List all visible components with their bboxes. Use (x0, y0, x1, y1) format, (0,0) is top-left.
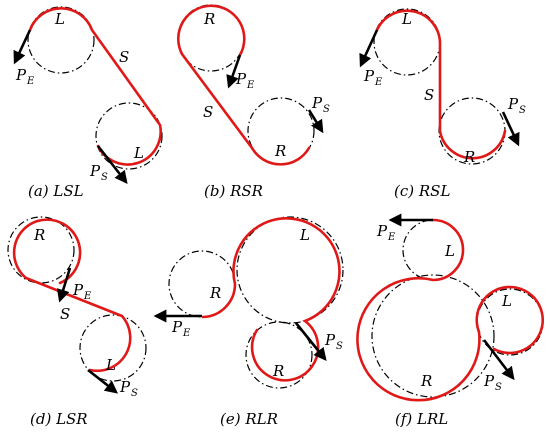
lsr-arrow-ps (87, 368, 119, 394)
rsl-label-ps: P (507, 95, 519, 113)
lrl-label-c2: L (501, 292, 512, 310)
lsr-label-pe-sub: E (83, 291, 92, 302)
lrl-label-ps-sub: S (495, 382, 502, 393)
lrl-label-ps: P (483, 372, 495, 390)
rsr-label-c1: R (203, 10, 215, 28)
lsr-circle-start-aux (7, 216, 75, 284)
rsl-caption: (c) RSL (394, 182, 450, 200)
lsl-label-c1: L (54, 10, 65, 28)
lsl-label-ps: P (89, 162, 101, 180)
rsl-label-pe: P (363, 67, 375, 85)
lrl-caption: (f) LRL (395, 410, 448, 428)
panel-rsl: L S R P E P S (c) RSL (359, 8, 526, 200)
rsr-label-pe: P (235, 70, 247, 88)
rsl-label-ps-sub: S (519, 105, 526, 116)
lrl-label-big: R (420, 372, 432, 390)
lsl-label-ps-sub: S (101, 172, 108, 183)
panel-lsl: L S L P E P S (a) LSL (13, 6, 163, 200)
rlr-label-ps-sub: S (336, 341, 343, 352)
lsr-path (12, 218, 132, 373)
lrl-label-pe-sub: E (387, 232, 396, 243)
lrl-label-c1: L (444, 242, 455, 260)
rlr-path (201, 217, 341, 382)
rlr-arrow-ps (294, 322, 327, 362)
rsl-arrow-pe (359, 29, 379, 68)
rlr-caption: (e) RLR (220, 410, 278, 428)
lrl-circle-big-aux (371, 274, 495, 398)
rlr-label-big: L (299, 226, 310, 244)
lrl-path (356, 218, 544, 402)
lsr-label-c2: L (105, 356, 116, 374)
rlr-circle-end-aux (245, 321, 313, 389)
rsr-arrow-pe (226, 54, 242, 89)
rsl-label-c1: L (401, 10, 412, 28)
rsr-label-pe-sub: E (246, 80, 255, 91)
rsl-path (375, 9, 507, 160)
lsr-label-ps: P (119, 378, 131, 396)
lsl-arrow-pe (13, 29, 32, 65)
lsr-label-ps-sub: S (131, 388, 138, 399)
rlr-label-c1: R (209, 284, 221, 302)
rsl-label-s: S (424, 86, 434, 104)
rlr-label-pe-sub: E (182, 328, 191, 339)
rsr-caption: (b) RSR (204, 182, 263, 200)
lsl-label-c2: L (133, 144, 144, 162)
lsl-circle-start-aux (27, 6, 95, 74)
rsr-label-s: S (203, 103, 213, 121)
lsr-arrow-pe (56, 267, 72, 303)
rsl-label-c2: R (463, 148, 475, 166)
lsl-label-pe-sub: E (26, 76, 35, 87)
rsl-arrow-ps (501, 111, 520, 147)
rsr-label-ps: P (311, 94, 323, 112)
rlr-label-pe: P (171, 318, 183, 336)
panel-lsr: R S L P E P S (d) LSR (7, 216, 147, 428)
rsr-path (177, 4, 311, 166)
panel-rlr: R L R P E P S (e) RLR (153, 216, 344, 428)
panel-lrl: L R L P E P S (f) LRL (356, 213, 544, 428)
lrl-arrow-ps (482, 339, 515, 381)
lsl-label-s: S (119, 48, 129, 66)
lsr-caption: (d) LSR (30, 410, 88, 428)
lsl-path (28, 7, 162, 166)
lsr-label-s: S (60, 305, 70, 323)
rsr-label-ps-sub: S (323, 104, 330, 115)
rlr-circle-big-aux (236, 216, 344, 324)
lsl-caption: (a) LSL (28, 182, 84, 200)
lrl-label-pe: P (376, 222, 388, 240)
lsr-label-c1: R (33, 226, 45, 244)
rlr-label-ps: P (324, 331, 336, 349)
lsl-arrow-ps (96, 145, 128, 185)
panel-rsr: R S R P E P S (b) RSR (177, 4, 330, 200)
rlr-label-c2: R (272, 362, 284, 380)
rsl-label-pe-sub: E (374, 77, 383, 88)
lsr-circle-end-aux (79, 314, 147, 382)
lsl-circle-end-aux (95, 102, 163, 170)
lsl-label-pe: P (15, 66, 27, 84)
rsr-arrow-ps (307, 109, 324, 134)
rsr-label-c2: R (274, 142, 286, 160)
lsr-label-pe: P (72, 281, 84, 299)
